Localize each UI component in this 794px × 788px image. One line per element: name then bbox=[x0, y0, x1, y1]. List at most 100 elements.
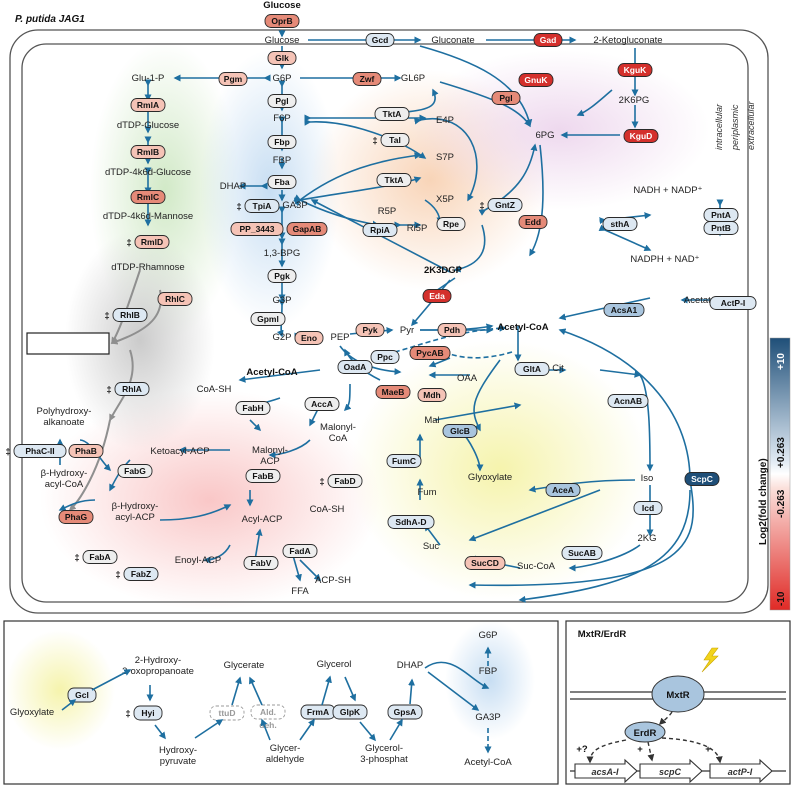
enzyme-rhla: RhlA‡ bbox=[106, 382, 150, 396]
enzyme-glta: GltA bbox=[514, 362, 550, 376]
enzyme-label: RhlA bbox=[122, 384, 142, 394]
enzyme-label: RhlB bbox=[120, 310, 140, 320]
activation-sign-2: + bbox=[705, 744, 711, 755]
intracellular-label: intracellular bbox=[714, 103, 724, 150]
enzyme-rmla: RmlA bbox=[130, 98, 166, 112]
reaction-arrow bbox=[576, 89, 613, 117]
enzyme-label: Pgm bbox=[224, 74, 243, 84]
extracellular-label: extracellular bbox=[746, 100, 756, 150]
enzyme-label: AcsA1 bbox=[611, 305, 638, 315]
enzyme-label: Gpml bbox=[257, 314, 279, 324]
glyoxylate-bottom-label: Glyoxylate bbox=[10, 707, 54, 718]
dagger-marker: ‡ bbox=[372, 136, 377, 147]
enzyme-kguk: KguK bbox=[617, 63, 653, 77]
enzyme-pp3443: PP_3443 bbox=[230, 222, 284, 236]
reaction-arrow bbox=[343, 383, 352, 412]
enzyme-label: Gcd bbox=[372, 35, 389, 45]
enzyme-gcl: Gcl bbox=[67, 687, 97, 703]
dtdp-glucose-label: dTDP-Glucose bbox=[117, 120, 179, 131]
enzyme-label: AccA bbox=[311, 399, 333, 409]
gl6p-label: GL6P bbox=[401, 73, 425, 84]
g3p-label: G3P bbox=[272, 295, 291, 306]
reaction-arrow bbox=[58, 499, 96, 511]
reaction-arrow bbox=[154, 724, 166, 740]
enzyme-fbp: Fbp bbox=[267, 135, 297, 149]
e4p-label: E4P bbox=[436, 115, 454, 126]
enzyme-pgl2: Pgl bbox=[491, 91, 521, 105]
reaction-arrow bbox=[231, 676, 242, 706]
hydroxy-oxopropanoate-label: 2-Hydroxy-3-oxopropanoate bbox=[122, 655, 194, 677]
enzyme-scpc: ScpC bbox=[684, 472, 720, 486]
dagger-marker: ‡ bbox=[126, 238, 131, 249]
reaction-arrow bbox=[61, 699, 77, 711]
enzyme-kgud: KguD bbox=[623, 129, 659, 143]
enzyme-ald-deh: Ald. bbox=[250, 704, 286, 720]
enzyme-tkta1: TktA bbox=[374, 107, 410, 121]
enzyme-stha: sthA bbox=[602, 217, 638, 231]
enzyme-label: AcnAB bbox=[614, 396, 642, 406]
enzyme-pyk: Pyk bbox=[355, 323, 385, 337]
enzyme-phacii: PhaC-II‡ bbox=[5, 444, 67, 458]
dagger-marker: ‡ bbox=[236, 202, 241, 213]
glycerate-pathway: Glyoxylate Gcl 2-Hydroxy-3-oxopropanoateHy… bbox=[10, 630, 513, 768]
enzyme-label: GltA bbox=[523, 364, 541, 374]
enzyme-pycab: PycAB bbox=[409, 346, 451, 360]
glu1p-label: Glu-1-P bbox=[132, 73, 165, 84]
cit-label: Cit bbox=[552, 363, 564, 374]
reaction-arrow bbox=[249, 419, 262, 432]
gene-acsa-i bbox=[574, 758, 638, 784]
dagger-marker: ‡ bbox=[319, 477, 324, 488]
enzyme-gapab: GapAB bbox=[286, 222, 328, 236]
reaction-arrow bbox=[518, 489, 691, 603]
2kg-label: 2KG bbox=[637, 533, 656, 544]
gene-actp-i-label: actP-I bbox=[728, 767, 753, 777]
dtdp-4k6d-glucose-label: dTDP-4k6d-Glucose bbox=[105, 167, 191, 178]
enzyme-label: Gad bbox=[540, 35, 557, 45]
enzyme-label: PntA bbox=[711, 210, 731, 220]
enzyme-gpsa-label: GpsA bbox=[394, 707, 417, 717]
enzyme-oada: OadA bbox=[337, 360, 373, 374]
enzyme-tal: Tal‡ bbox=[372, 133, 410, 147]
enzyme-ttud: ttuD bbox=[209, 705, 245, 721]
legend-title: Log2(fold change) bbox=[758, 458, 769, 545]
g6p-bottom-label: G6P bbox=[478, 630, 497, 641]
enzyme-actpi: ActP-I bbox=[709, 296, 757, 310]
reaction-arrow bbox=[68, 419, 111, 512]
enzyme-rpia: RpiA bbox=[362, 223, 398, 237]
enzyme-ttud-label: ttuD bbox=[219, 708, 236, 718]
reaction-arrow bbox=[413, 117, 478, 202]
legend-upper: +0.263 bbox=[776, 437, 787, 468]
enzyme-gad: Gad bbox=[533, 33, 563, 47]
enzyme-label: SucCD bbox=[471, 558, 499, 568]
oaa-label: OAA bbox=[457, 373, 478, 384]
enzyme-phag: PhaG bbox=[58, 510, 94, 524]
enzyme-label: PhaB bbox=[75, 446, 97, 456]
enzyme-pgk: Pgk bbox=[267, 269, 297, 283]
suc-label: Suc bbox=[423, 541, 440, 552]
enzyme-label: Fba bbox=[274, 177, 289, 187]
suc-coa-label: Suc-CoA bbox=[517, 561, 556, 572]
nadph-nad-label: NADPH + NAD⁺ bbox=[630, 254, 699, 265]
enzyme-label: FabA bbox=[89, 552, 110, 562]
dtdp-rhamnose-label: dTDP-Rhamnose bbox=[111, 262, 184, 273]
enzyme-label: Zwf bbox=[360, 74, 375, 84]
enzyme-gpml: Gpml bbox=[250, 312, 286, 326]
coa-sh-label-2: CoA-SH bbox=[310, 504, 345, 515]
enzyme-label: OprB bbox=[271, 16, 292, 26]
fbp-label: FBP bbox=[273, 155, 291, 166]
enzyme-glcb: GlcB bbox=[442, 424, 478, 438]
acetyl-coa-bottom-label: Acetyl-CoA bbox=[464, 757, 512, 768]
activation-arrow-acsa bbox=[586, 739, 627, 764]
reaction-arrow bbox=[639, 374, 654, 472]
pyr-label: Pyr bbox=[400, 325, 414, 336]
enzyme-label: MaeB bbox=[382, 387, 405, 397]
bpg-label: 1,3-BPG bbox=[264, 248, 300, 259]
reaction-arrow bbox=[238, 369, 321, 383]
enzyme-hyi: Hyi‡ bbox=[125, 705, 163, 721]
enzyme-acnab: AcnAB bbox=[607, 394, 649, 408]
2k3dgp-label: 2K3DGP bbox=[424, 265, 463, 276]
ketoacyl-acp-label: Ketoacyl-ACP bbox=[150, 446, 209, 457]
enzyme-sdhad: SdhA-D bbox=[387, 515, 435, 529]
